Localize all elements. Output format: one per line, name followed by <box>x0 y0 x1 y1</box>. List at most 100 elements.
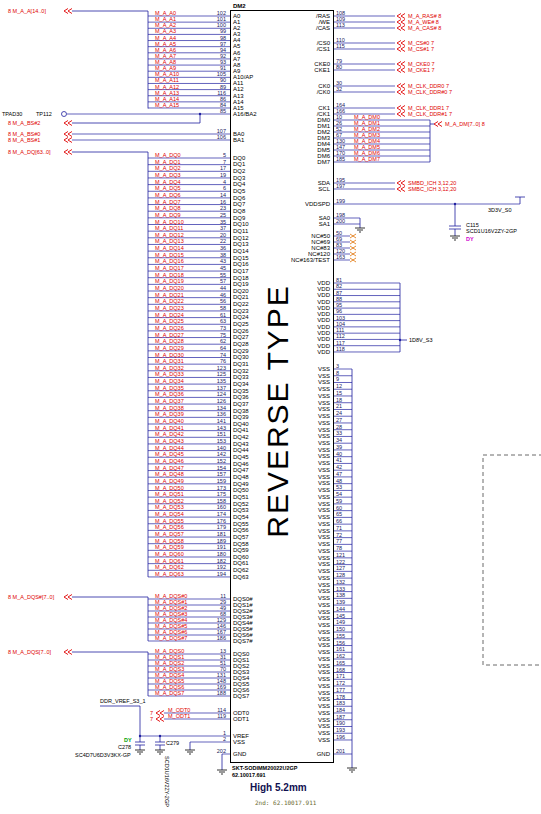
pin-wire <box>333 92 395 93</box>
pin-number: 26 <box>336 120 342 126</box>
pin-wire <box>333 144 430 145</box>
pin-name: VSS <box>318 622 330 628</box>
net-label: M_A_DQ42 <box>155 431 184 437</box>
pin-number: 156 <box>336 640 345 646</box>
net-label: M_A_A14 <box>155 96 179 102</box>
pin-number: 6 <box>223 185 226 191</box>
pin-number: 4 <box>223 179 226 185</box>
pin-number: 25 <box>220 212 226 218</box>
pin-number: 106 <box>217 134 226 140</box>
pin-number: 121 <box>336 552 345 558</box>
pin-name: DQ52 <box>233 501 249 507</box>
pin-number: 140 <box>217 445 226 451</box>
pin-name: VDD <box>317 280 330 286</box>
pin-name: SA1 <box>319 221 330 227</box>
pin-number: 178 <box>336 694 345 700</box>
pin-name: SCL <box>318 186 330 192</box>
net-label: M_A_DQ26 <box>155 325 184 331</box>
pin-number: 116 <box>217 90 226 96</box>
pin-number: 113 <box>336 22 345 28</box>
pin-number: 191 <box>217 544 226 550</box>
net-label: M_CLK_DDR0 7 <box>408 83 449 89</box>
pin-name: VSS <box>318 467 330 473</box>
pin-number: 189 <box>217 538 226 544</box>
pin-number: 86 <box>220 96 226 102</box>
pin-number: 94 <box>220 47 226 53</box>
pin-number: 48 <box>336 478 342 484</box>
pin-name: DQ51 <box>233 494 249 500</box>
pin-name: DQ48 <box>233 474 249 480</box>
pin-name: DQ30 <box>233 354 249 360</box>
pin-number: 9 <box>336 376 339 382</box>
pin-wire <box>333 126 430 127</box>
net-label: M_A_DQ59 <box>155 544 184 550</box>
pin-wire <box>333 416 352 417</box>
pin-name: DQ58 <box>233 541 249 547</box>
pin-number: 56 <box>220 298 226 304</box>
pin-name: VDD <box>317 349 330 355</box>
ref-designator: DM2 <box>233 3 246 10</box>
pin-number: 34 <box>336 437 342 443</box>
pin-number: 164 <box>336 102 345 108</box>
bus-label: 8 M_A_DQ[63..0] <box>8 149 51 155</box>
pin-name: DQ37 <box>233 401 249 407</box>
part-number: 62.10017.691 <box>232 772 266 778</box>
pin-name: DQ13 <box>233 241 249 247</box>
pin-wire <box>333 162 430 163</box>
pin-number: 181 <box>217 531 226 537</box>
pin-name: VSS <box>318 636 330 642</box>
pin-wire <box>67 114 230 115</box>
pin-name: /CAS <box>316 25 330 31</box>
variant-mark: DY <box>124 737 132 743</box>
net-label: M_A_DQ17 <box>155 265 184 271</box>
pin-number: 110 <box>336 37 345 43</box>
pin-name: VSS <box>318 609 330 615</box>
pin-name: GND <box>317 751 330 757</box>
pin-name: DQS4 <box>233 675 249 681</box>
pin-name: VSS <box>318 548 330 554</box>
pin-name: DQS1 <box>233 657 249 663</box>
pin-number: 115 <box>336 43 345 49</box>
pin-number: 151 <box>217 431 226 437</box>
net-label: M_A_DQS4 <box>155 672 184 678</box>
pin-name: DQ24 <box>233 314 249 320</box>
net-label: M_A_A7 <box>155 53 176 59</box>
pin-name: /RAS <box>316 13 330 19</box>
pin-number: 73 <box>220 325 226 331</box>
pin-name: NC#163/TEST <box>291 257 330 263</box>
pin-number: 111 <box>336 327 344 333</box>
pin-wire <box>333 524 352 525</box>
pin-name: DQ33 <box>233 374 249 380</box>
pin-number: 133 <box>336 586 345 592</box>
net-label: M_A_DM5 <box>354 144 380 150</box>
net-label: M_A_DQ2 <box>155 165 181 171</box>
pin-name: DM2 <box>317 129 330 135</box>
net-label: M_A_DQ48 <box>155 471 184 477</box>
net-label: M_A_DQ39 <box>155 411 184 417</box>
pin-number: 66 <box>336 518 342 524</box>
pin-name: BA1 <box>233 137 244 143</box>
pin-number: 68 <box>220 611 226 617</box>
pin-number: 159 <box>217 478 226 484</box>
pin-number: 91 <box>220 65 226 71</box>
pin-wire <box>72 134 230 135</box>
pin-name: VSS <box>318 386 330 392</box>
pin-name: /CS1 <box>317 46 330 52</box>
net-label: M_A_DM2 <box>354 126 380 132</box>
pin-number: 52 <box>336 126 342 132</box>
pin-name: DM7 <box>317 159 330 165</box>
pin-number: 53 <box>336 484 342 490</box>
net-label: M_A_DQ31 <box>155 358 184 364</box>
pin-name: DQ61 <box>233 560 249 566</box>
pin-name: DQ39 <box>233 414 249 420</box>
part-ref: C115 <box>466 222 479 228</box>
net-label: M_A_DQ0 <box>155 152 181 158</box>
pin-number: 145 <box>336 613 345 619</box>
net-label: SMBC_ICH 3,12,20 <box>408 186 456 192</box>
net-label: M_A_DQS6 <box>155 684 184 690</box>
pin-name: VSS <box>318 528 330 534</box>
pin-name: DQS3 <box>233 669 249 675</box>
pin-number: 65 <box>336 511 342 517</box>
pin-number: 163 <box>336 254 345 260</box>
pin-number: 81 <box>336 277 342 283</box>
